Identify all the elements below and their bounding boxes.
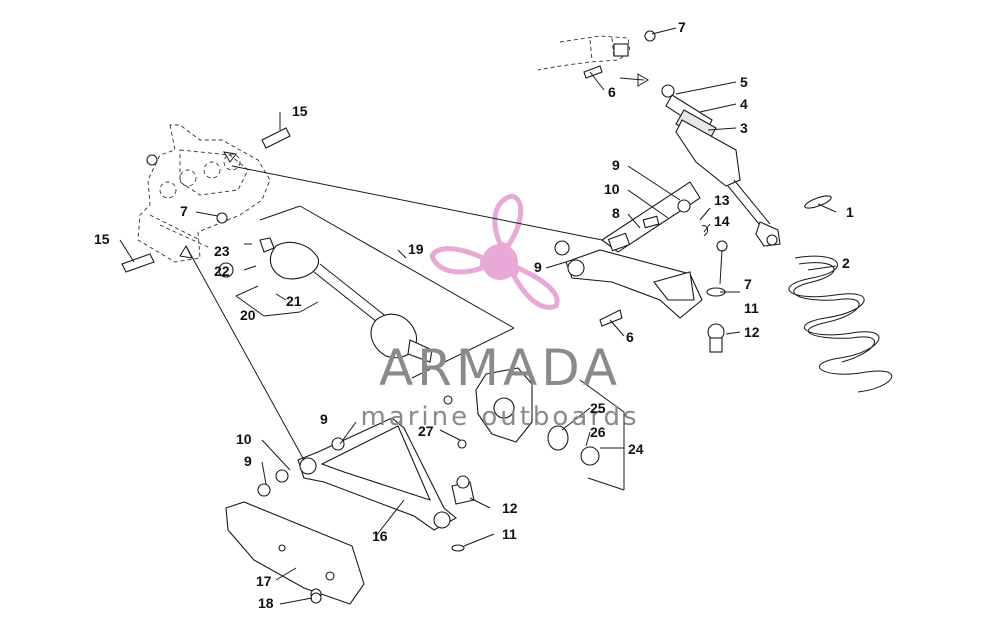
callout-7-right: 7: [744, 276, 752, 292]
callout-27: 27: [418, 423, 434, 439]
callout-4: 4: [740, 96, 748, 112]
frame-bracket-left: [137, 124, 271, 263]
leader-lines: [119, 27, 837, 605]
callout-14: 14: [714, 213, 730, 229]
callout-23: 23: [214, 243, 230, 259]
callout-11-upper: 11: [744, 300, 759, 316]
frame-bracket-right: [537, 35, 631, 71]
callout-6-mid: 6: [626, 329, 634, 345]
callout-9-lower: 9: [320, 411, 328, 427]
lower-ball-joint: [451, 475, 475, 505]
steering-knuckle: [475, 367, 600, 466]
callout-labels: 1 2 3 4 5 6 6 7 7 7 8 9 9 9 9 10 10 11 1…: [94, 19, 854, 611]
armada-propeller-logo: [429, 193, 560, 310]
callout-18: 18: [258, 595, 274, 611]
callout-12-upper: 12: [744, 324, 760, 340]
upper-ball-joint: [706, 287, 726, 353]
callout-1: 1: [846, 204, 854, 220]
reference-lines: [179, 73, 649, 491]
callout-5: 5: [740, 74, 748, 90]
callout-8: 8: [612, 205, 620, 221]
callout-22: 22: [214, 263, 230, 279]
callout-12-lower: 12: [502, 500, 518, 516]
callout-3: 3: [740, 120, 748, 136]
skid-plate: [225, 501, 365, 605]
callout-16: 16: [372, 528, 388, 544]
callout-9-upper: 9: [612, 157, 620, 173]
callout-15-top: 15: [292, 103, 308, 119]
callout-6-top: 6: [608, 84, 616, 100]
callout-17: 17: [256, 573, 272, 589]
callout-2: 2: [842, 255, 850, 271]
watermark-tagline: marine outboards: [360, 402, 639, 432]
callout-13: 13: [714, 192, 730, 208]
callout-7-top: 7: [678, 19, 686, 35]
callout-21: 21: [286, 293, 302, 309]
callout-19: 19: [408, 241, 424, 257]
callout-10-upper: 10: [604, 181, 620, 197]
callout-11-lower: 11: [502, 526, 517, 542]
spring-retainer-clip: [804, 195, 832, 209]
callout-9-left: 9: [244, 453, 252, 469]
coil-spring: [788, 255, 893, 393]
shock-absorber: [661, 84, 781, 247]
upper-a-arm: [554, 181, 703, 319]
hardware-fasteners: [121, 30, 728, 604]
drive-axle: [218, 237, 433, 363]
callout-10-lower: 10: [236, 431, 252, 447]
callout-7-left: 7: [180, 203, 188, 219]
callout-24: 24: [628, 441, 644, 457]
callout-20: 20: [240, 307, 256, 323]
callout-26: 26: [590, 424, 606, 440]
callout-15-left: 15: [94, 231, 110, 247]
callout-9-mid: 9: [534, 259, 542, 275]
callout-25: 25: [590, 400, 606, 416]
watermark-brand: ARMADA: [379, 339, 621, 397]
